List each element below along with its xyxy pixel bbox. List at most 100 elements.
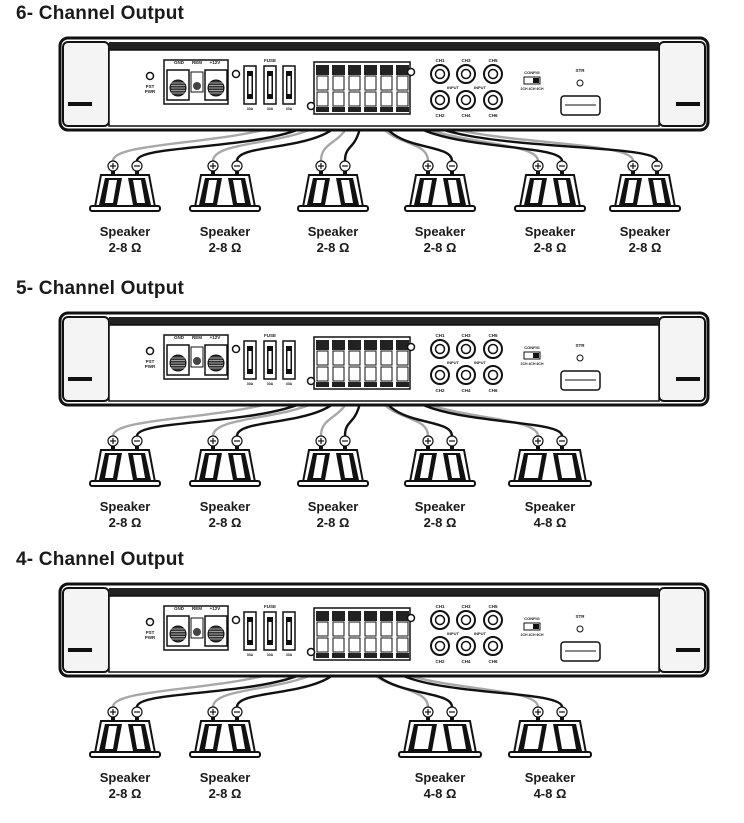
terminal-block-frame bbox=[313, 336, 411, 390]
speaker-rim bbox=[609, 205, 681, 212]
config-switch bbox=[523, 622, 541, 631]
speaker-impedance: 2-8 Ω bbox=[316, 515, 350, 530]
terminal-bottom bbox=[380, 382, 393, 387]
pwr-label: PWR bbox=[145, 635, 156, 640]
speaker-highlight bbox=[105, 455, 117, 478]
terminal-slot bbox=[380, 75, 393, 91]
speaker bbox=[189, 435, 261, 487]
speaker-rim bbox=[297, 480, 369, 487]
speaker bbox=[297, 160, 369, 212]
speaker-rim bbox=[297, 205, 369, 212]
rca-label-top: CH5 bbox=[488, 333, 497, 338]
speaker-terminal-stem bbox=[560, 446, 564, 450]
fuse-window bbox=[268, 76, 272, 94]
terminal-bottom bbox=[332, 653, 345, 658]
speaker bbox=[404, 160, 476, 212]
terminal-bottom bbox=[332, 107, 345, 112]
terminal-top bbox=[380, 340, 393, 350]
speaker-rim bbox=[89, 480, 161, 487]
speaker bbox=[404, 435, 476, 487]
speaker-terminal-stem bbox=[111, 446, 115, 450]
speaker-highlight bbox=[558, 180, 570, 203]
speaker-terminal-stem bbox=[211, 446, 215, 450]
speaker bbox=[508, 435, 592, 487]
plus12v-label: +12V bbox=[210, 335, 221, 340]
rca-label-top: CH3 bbox=[461, 333, 470, 338]
terminal-slot bbox=[364, 75, 377, 91]
speaker-highlight bbox=[233, 726, 245, 749]
speaker bbox=[297, 435, 369, 487]
speaker-impedance: 4-8 Ω bbox=[533, 786, 567, 801]
terminal-bottom bbox=[316, 107, 329, 112]
rem-terminal-screw bbox=[193, 357, 201, 365]
terminal-slot bbox=[364, 366, 377, 382]
speaker-terminal-stem bbox=[450, 446, 454, 450]
rca-jack-bottom-inner bbox=[487, 640, 499, 652]
rca-label-top: CH5 bbox=[488, 604, 497, 609]
speaker-terminal-stem bbox=[135, 171, 139, 175]
terminal-top bbox=[396, 611, 409, 621]
fuse-window bbox=[248, 351, 252, 369]
pwr-label: PWR bbox=[145, 364, 156, 369]
speaker-highlight bbox=[558, 455, 576, 478]
fuse-label: FUSE bbox=[264, 333, 276, 338]
terminal-slot bbox=[348, 621, 361, 637]
mount-screw bbox=[231, 69, 241, 79]
fuse-rating: 30A bbox=[267, 382, 274, 386]
speaker-terminal-stem bbox=[111, 171, 115, 175]
speaker-terminal-stem bbox=[211, 171, 215, 175]
rca-jack-top-inner bbox=[487, 68, 499, 80]
terminal-top bbox=[332, 611, 345, 621]
terminal-bottom bbox=[332, 382, 345, 387]
speaker-highlight bbox=[105, 180, 117, 203]
rca-label-top: CH1 bbox=[435, 58, 444, 63]
speaker-highlight bbox=[420, 455, 432, 478]
terminal-slot bbox=[364, 621, 377, 637]
amp-top-rail bbox=[109, 42, 659, 50]
section-title: 4- Channel Output bbox=[16, 549, 185, 570]
terminal-slot bbox=[364, 637, 377, 653]
speaker-terminal-stem bbox=[211, 717, 215, 721]
gnd-label: GND bbox=[174, 606, 185, 611]
config-label: CONFIG bbox=[524, 345, 540, 350]
speaker-impedance: 2-8 Ω bbox=[208, 240, 242, 255]
fuse-label: FUSE bbox=[264, 604, 276, 609]
speaker-name: Speaker bbox=[307, 224, 359, 239]
fuse-rating: 30A bbox=[247, 382, 254, 386]
input-label: INPUT bbox=[447, 85, 460, 90]
str-label: STR bbox=[576, 343, 586, 348]
fuse-label: FUSE bbox=[264, 58, 276, 63]
speaker-highlight bbox=[133, 726, 145, 749]
speaker-highlight bbox=[530, 180, 542, 203]
speaker-rim bbox=[189, 205, 261, 212]
fuse-rating: 30A bbox=[267, 107, 274, 111]
rca-jack-bottom-inner bbox=[487, 369, 499, 381]
input-label: INPUT bbox=[474, 85, 487, 90]
speaker bbox=[89, 160, 161, 212]
fuse-window bbox=[287, 351, 291, 369]
speaker-terminal-stem bbox=[319, 446, 323, 450]
rem-label: REM bbox=[192, 60, 202, 65]
terminal-bottom bbox=[316, 653, 329, 658]
terminal-top bbox=[364, 611, 377, 621]
speaker-impedance: 2-8 Ω bbox=[208, 786, 242, 801]
terminal-top bbox=[364, 65, 377, 75]
speaker-name: Speaker bbox=[307, 499, 359, 514]
terminal-bottom bbox=[364, 107, 377, 112]
rca-label-bottom: CH2 bbox=[435, 659, 444, 664]
terminal-top bbox=[332, 65, 345, 75]
str-indicator bbox=[576, 625, 584, 633]
speaker-impedance: 2-8 Ω bbox=[108, 240, 142, 255]
speaker-highlight bbox=[205, 180, 217, 203]
rca-jack-top-inner bbox=[460, 343, 472, 355]
rca-jack-bottom-inner bbox=[434, 369, 446, 381]
